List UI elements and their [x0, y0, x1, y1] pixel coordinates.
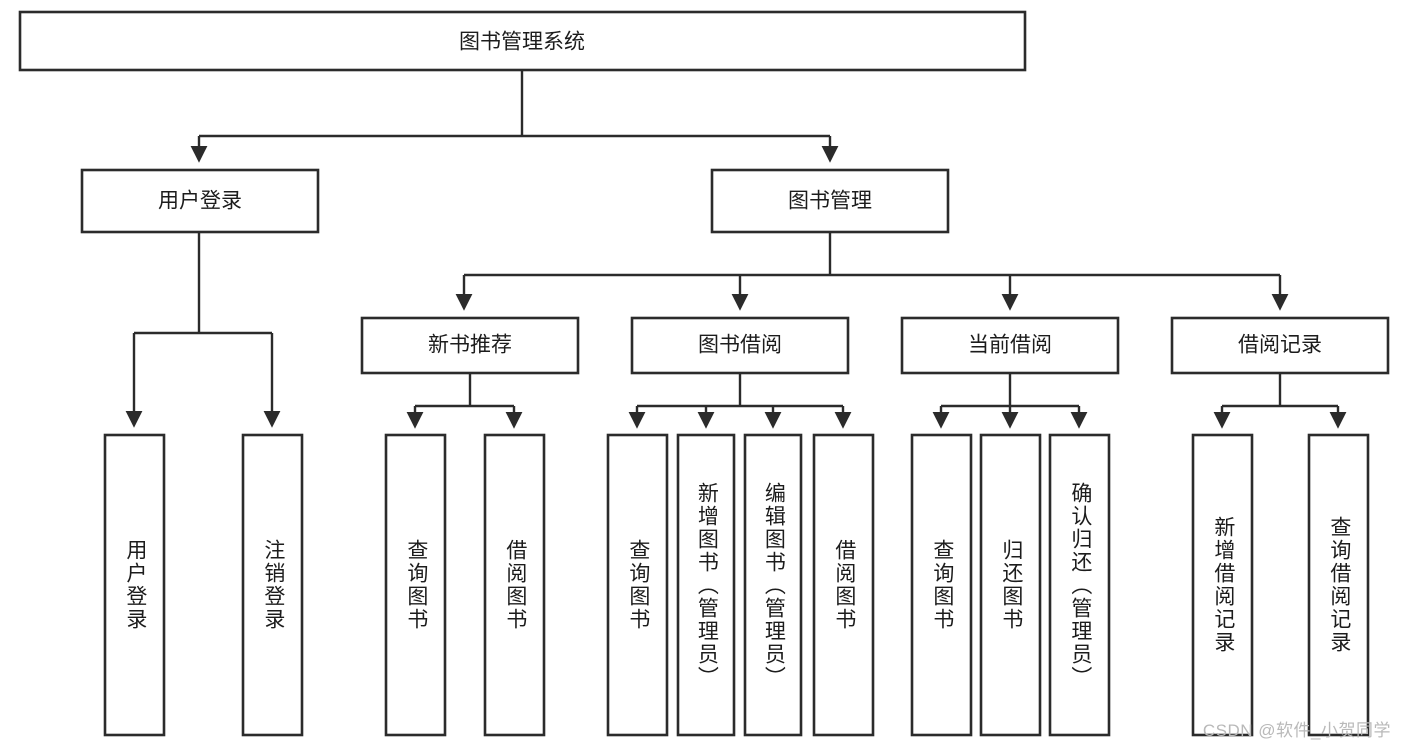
node-root[interactable]: 图书管理系统: [18, 10, 1027, 72]
connector-group-user-login: [125, 232, 281, 428]
node-current-borrow-box[interactable]: [900, 316, 1120, 375]
node-current-borrow[interactable]: 当前借阅: [900, 316, 1120, 375]
node-leaf-borrow-book-2-box[interactable]: [812, 433, 875, 737]
node-leaf-add-book-box[interactable]: [676, 433, 736, 737]
connector-group-book-borrow: [628, 373, 852, 429]
node-book-manage[interactable]: 图书管理: [710, 168, 950, 234]
node-borrow-record-box[interactable]: [1170, 316, 1390, 375]
node-leaf-query-book-1-box[interactable]: [384, 433, 447, 737]
csdn-watermark: CSDN @软件_小贺同学: [1202, 721, 1391, 740]
node-user-login-label: 用户登录: [158, 190, 242, 213]
node-new-book-recommend[interactable]: 新书推荐: [360, 316, 580, 375]
node-book-manage-label: 图书管理: [788, 190, 872, 213]
connector-group-new-book-recommend: [406, 373, 523, 429]
node-book-borrow-box[interactable]: [630, 316, 850, 375]
node-borrow-record[interactable]: 借阅记录: [1170, 316, 1390, 375]
node-leaf-logout-login-box[interactable]: [241, 433, 304, 737]
node-leaf-user-login-box[interactable]: [103, 433, 166, 737]
node-book-borrow[interactable]: 图书借阅: [630, 316, 850, 375]
node-new-book-recommend-label: 新书推荐: [428, 334, 512, 357]
node-leaf-borrow-book-1-box[interactable]: [483, 433, 546, 737]
node-root-box[interactable]: [18, 10, 1027, 72]
node-user-login[interactable]: 用户登录: [80, 168, 320, 234]
node-book-borrow-label: 图书借阅: [698, 334, 782, 357]
node-leaf-return-book-box[interactable]: [979, 433, 1042, 737]
node-root-label: 图书管理系统: [459, 31, 585, 54]
node-leaf-query-book-2-box[interactable]: [606, 433, 669, 737]
node-leaf-add-record-box[interactable]: [1191, 433, 1254, 737]
connector-group-book-manage: [455, 232, 1289, 311]
node-leaf-edit-book-box[interactable]: [743, 433, 803, 737]
node-leaf-confirm-return-box[interactable]: [1048, 433, 1111, 737]
connector-group-borrow-record: [1213, 373, 1347, 429]
node-book-manage-box[interactable]: [710, 168, 950, 234]
node-new-book-recommend-box[interactable]: [360, 316, 580, 375]
connector-group-current-borrow: [932, 373, 1088, 429]
node-user-login-box[interactable]: [80, 168, 320, 234]
connector-group-root: [190, 70, 839, 163]
node-current-borrow-label: 当前借阅: [968, 334, 1052, 357]
node-leaf-query-record-box[interactable]: [1307, 433, 1370, 737]
node-borrow-record-label: 借阅记录: [1238, 334, 1322, 357]
node-leaf-query-book-3-box[interactable]: [910, 433, 973, 737]
